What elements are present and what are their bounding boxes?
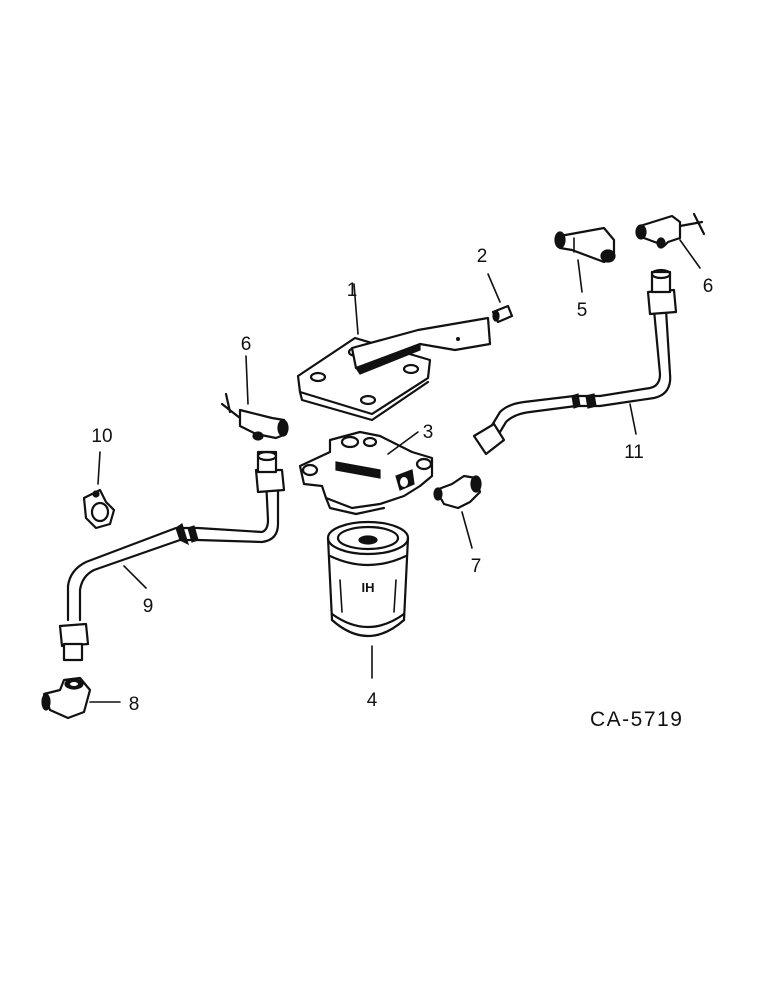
part-label-2: 2 [477, 246, 488, 267]
hose-clip-part [82, 451, 116, 530]
filter-head-part [298, 430, 434, 516]
filter-logo: IH [362, 580, 375, 595]
part-label-1: 1 [347, 280, 358, 301]
part-label-7: 7 [471, 556, 482, 577]
part-label-4: 4 [367, 690, 378, 711]
bleed-valve-part-left [220, 355, 289, 441]
bleed-valve-part-right [635, 212, 706, 269]
part-label-6-right: 6 [703, 276, 714, 297]
elbow-fitting-part [433, 474, 482, 549]
part-label-10: 10 [91, 426, 112, 447]
filter-cartridge-part [326, 520, 410, 679]
part-label-6-left: 6 [241, 334, 252, 355]
fuel-line-part-11 [472, 268, 678, 456]
fuel-line-part-9 [58, 450, 286, 662]
mounting-bracket-part [296, 283, 492, 422]
part-label-9: 9 [143, 596, 154, 617]
tee-fitting-part [554, 226, 616, 293]
elbow-fitting-part-8 [41, 676, 121, 720]
part-label-11: 11 [624, 442, 644, 463]
plug-part [487, 273, 514, 324]
part-label-8: 8 [129, 694, 140, 715]
drawing-code: CA-5719 [590, 708, 683, 731]
part-label-5: 5 [577, 300, 588, 321]
part-label-3: 3 [423, 422, 434, 443]
